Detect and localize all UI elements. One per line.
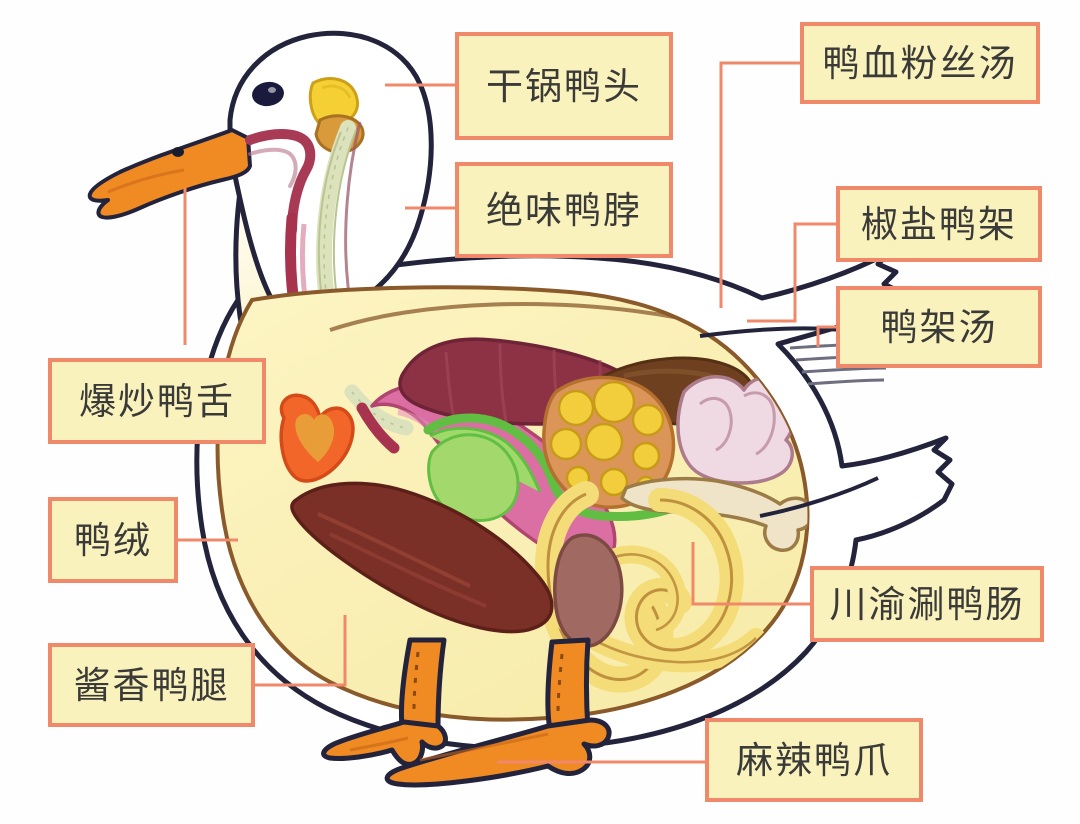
duck-head — [87, 30, 434, 303]
label-jiang-xiang-ya-tui[interactable]: 酱香鸭腿 — [48, 643, 255, 727]
right-foot — [384, 717, 612, 788]
right-leg — [545, 637, 591, 733]
gizzard — [553, 533, 624, 648]
label-jue-wei-ya-bo[interactable]: 绝味鸭脖 — [455, 162, 673, 258]
beak-nostril — [172, 147, 184, 157]
eye — [252, 81, 284, 107]
connector-blood — [719, 61, 800, 308]
esophagus-body — [356, 402, 400, 454]
thigh-muscle — [290, 481, 554, 634]
duck-body-cavity — [215, 285, 810, 722]
label-chuan-yu-shuan-ya-chang[interactable]: 川渝涮鸭肠 — [810, 566, 1044, 642]
lung — [676, 375, 797, 485]
connector-intestine — [691, 542, 810, 606]
label-jiao-yan-ya-jia[interactable]: 椒盐鸭架 — [836, 186, 1042, 262]
connector-leg — [255, 615, 347, 687]
gallbladder — [423, 413, 677, 521]
label-ya-jia-tang[interactable]: 鸭架汤 — [836, 286, 1042, 368]
label-ya-xue-fen-si-tang[interactable]: 鸭血粉丝汤 — [800, 22, 1040, 104]
label-bao-chao-ya-she[interactable]: 爆炒鸭舌 — [48, 358, 266, 444]
left-leg — [398, 637, 447, 731]
brain — [308, 77, 360, 124]
ovary — [542, 375, 676, 509]
label-ya-rong[interactable]: 鸭绒 — [48, 497, 178, 583]
tongue — [245, 129, 316, 235]
green-leaf — [427, 433, 520, 522]
label-ma-la-ya-zhua[interactable]: 麻辣鸭爪 — [705, 718, 923, 802]
wing-and-tail-detail — [699, 326, 887, 518]
connector-lines — [178, 61, 836, 764]
connector-carcass-soup — [816, 325, 836, 347]
duck-legs-and-feet — [321, 637, 612, 788]
connector-carcass — [747, 222, 836, 323]
label-gan-guo-ya-tou[interactable]: 干锅鸭头 — [455, 32, 673, 140]
